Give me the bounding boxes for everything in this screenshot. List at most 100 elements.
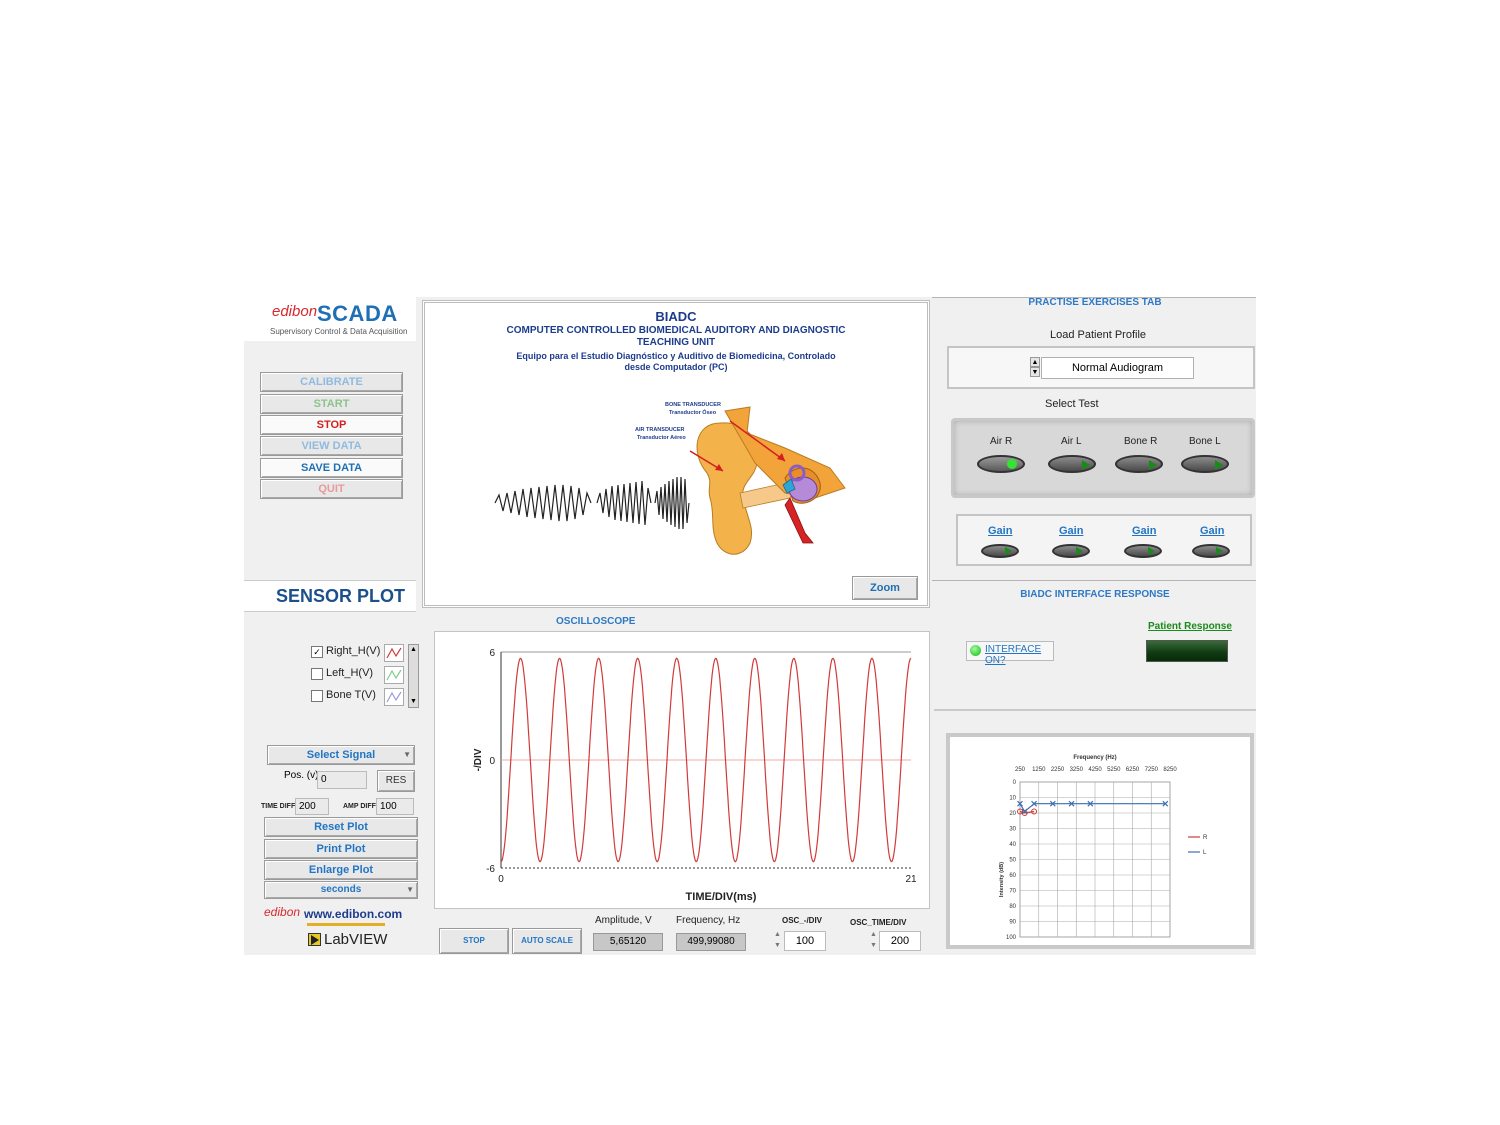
oscilloscope-title: OSCILLOSCOPE (556, 616, 636, 627)
bone-arrow-head (777, 453, 785, 461)
calibrate-button[interactable]: CALIBRATE (260, 372, 403, 392)
ossicles (782, 478, 796, 494)
print-plot-label: Print Plot (316, 843, 366, 855)
spin-down-icon[interactable]: ▼ (870, 942, 877, 949)
play-icon (1149, 460, 1157, 470)
profile-up-arrow[interactable]: ▲ (1030, 357, 1040, 367)
zoom-button[interactable]: Zoom (852, 576, 918, 600)
scada-subtitle: Supervisory Control & Data Acquisition (270, 327, 408, 336)
profile-updown[interactable]: ▲ ▼ (1030, 357, 1040, 379)
inner-ear-canals (788, 464, 806, 482)
stop-button[interactable]: STOP (260, 415, 403, 435)
audiogram-x-tick: 8250 (1163, 767, 1177, 773)
units-dropdown[interactable]: seconds▼ (264, 881, 418, 899)
osc-div-input[interactable]: 100 (784, 931, 826, 951)
patient-profile-select[interactable]: Normal Audiogram (1041, 357, 1194, 379)
left-h-checkbox[interactable] (311, 668, 323, 680)
osc-time-input[interactable]: 200 (879, 931, 921, 951)
y-tick-label: 6 (489, 648, 495, 659)
audiogram-y-tick: 30 (1009, 827, 1016, 833)
chevron-down-icon: ▼ (406, 885, 414, 894)
pos-input[interactable]: 0 (317, 771, 367, 789)
gain-button-3[interactable] (1124, 544, 1162, 558)
bone-t-label: Bone T(V) (326, 689, 376, 701)
osc-time-spinner[interactable]: ▲▼ (870, 929, 878, 951)
spin-down-icon[interactable]: ▼ (774, 942, 781, 949)
reset-plot-label: Reset Plot (314, 821, 368, 833)
edibon-logo: edibon (272, 303, 317, 320)
spin-up-icon[interactable]: ▲ (870, 931, 877, 938)
auto-scale-button[interactable]: AUTO SCALE (512, 928, 582, 954)
res-label: RES (385, 775, 407, 786)
gain-label-3: Gain (1132, 525, 1157, 537)
save-data-label: SAVE DATA (300, 462, 363, 474)
scada-logo-text: SCADA (317, 301, 398, 326)
scroll-down-icon[interactable]: ▼ (410, 698, 417, 705)
profile-down-arrow[interactable]: ▼ (1030, 367, 1040, 377)
amp-diff-input[interactable]: 100 (376, 798, 414, 815)
gain-button-1[interactable] (981, 544, 1019, 558)
amplitude-label: Amplitude, V (595, 915, 652, 926)
unit-subtitle-en: COMPUTER CONTROLLED BIOMEDICAL AUDITORY … (425, 325, 927, 349)
audiogram-x-tick: 5250 (1107, 767, 1121, 773)
spin-up-icon[interactable]: ▲ (774, 931, 781, 938)
labview-icon (308, 933, 321, 946)
practise-panel (932, 297, 1256, 581)
left-h-color-swatch[interactable] (384, 666, 404, 684)
sound-wave-mid (596, 480, 652, 526)
view-data-label: VIEW DATA (301, 440, 362, 452)
play-icon (1005, 547, 1012, 555)
right-h-color-swatch[interactable] (384, 644, 404, 662)
osc-stop-label: STOP (463, 936, 485, 945)
test-bone-l-button[interactable] (1181, 455, 1229, 473)
test-bone-l-label: Bone L (1189, 436, 1221, 447)
view-data-button[interactable]: VIEW DATA (260, 436, 403, 456)
patient-response-indicator (1146, 640, 1228, 662)
time-diff-input[interactable]: 200 (295, 798, 329, 815)
unit-subtitle-es: Equipo para el Estudio Diagnóstico y Aud… (425, 351, 927, 373)
audiogram-x-tick: 4250 (1088, 767, 1102, 773)
scroll-up-icon[interactable]: ▲ (410, 646, 417, 653)
legend-L-label: L (1203, 850, 1207, 856)
right-h-label: Right_H(V) (326, 645, 381, 657)
ear-diagram (494, 406, 846, 555)
outer-ear (696, 422, 758, 555)
air-arrow-head (715, 464, 723, 471)
reset-plot-button[interactable]: Reset Plot (264, 817, 418, 837)
select-signal-dropdown[interactable]: Select Signal▼ (267, 745, 415, 765)
right-h-checkbox[interactable]: ✓ (311, 646, 323, 658)
osc-div-label: OSC_-/DIV (782, 916, 823, 925)
interface-on-indicator[interactable]: INTERFACE ON? (966, 641, 1054, 666)
frequency-value: 499,99080 (676, 933, 746, 951)
enlarge-plot-label: Enlarge Plot (308, 864, 374, 876)
osc-div-spinner[interactable]: ▲▼ (774, 929, 782, 951)
unit-title: BIADC (655, 309, 697, 324)
save-data-button[interactable]: SAVE DATA (260, 458, 403, 478)
start-button[interactable]: START (260, 394, 403, 414)
signal-list-scrollbar[interactable]: ▲ ▼ (408, 644, 419, 708)
audiogram-x-tick: 6250 (1126, 767, 1140, 773)
audiogram-point-L (1017, 800, 1023, 807)
gain-button-4[interactable] (1192, 544, 1230, 558)
bone-transducer-label: BONE TRANSDUCER Transductor Óseo (665, 401, 721, 417)
x-tick-label: 0 (498, 874, 504, 885)
bone-t-checkbox[interactable] (311, 690, 323, 702)
gain-button-2[interactable] (1052, 544, 1090, 558)
y-tick-label: -6 (486, 864, 495, 875)
osc-stop-button[interactable]: STOP (439, 928, 509, 954)
print-plot-button[interactable]: Print Plot (264, 839, 418, 859)
website-link[interactable]: www.edibon.com (304, 907, 403, 921)
test-air-l-button[interactable] (1048, 455, 1096, 473)
test-air-r-button[interactable] (977, 455, 1025, 473)
y-axis-label: -/DIV (473, 748, 484, 771)
bone-t-color-swatch[interactable] (384, 688, 404, 706)
test-bone-r-button[interactable] (1115, 455, 1163, 473)
active-led-icon (1007, 459, 1017, 469)
audiogram-y-tick: 70 (1009, 889, 1016, 895)
res-button[interactable]: RES (377, 770, 415, 792)
enlarge-plot-button[interactable]: Enlarge Plot (264, 860, 418, 880)
quit-button[interactable]: QUIT (260, 479, 403, 499)
unit-subtitle-es-text: Equipo para el Estudio Diagnóstico y Aud… (516, 351, 836, 372)
